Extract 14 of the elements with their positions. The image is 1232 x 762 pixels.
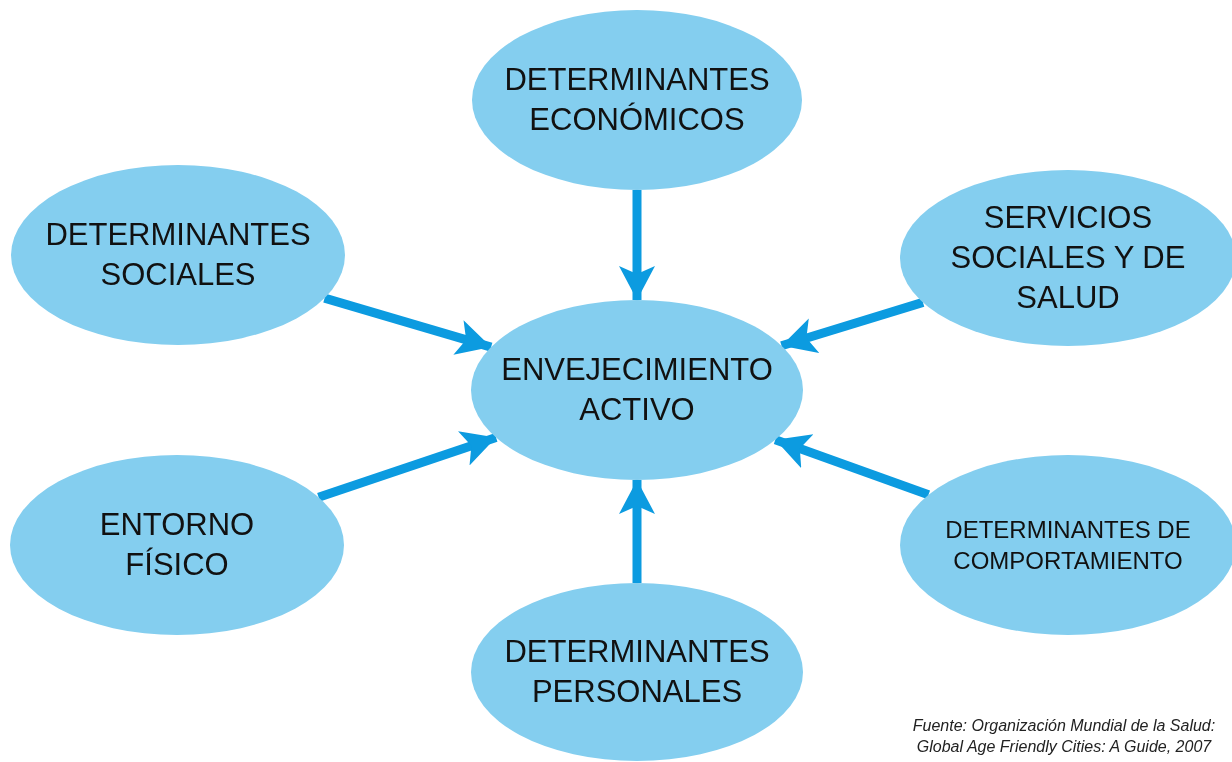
arrow [323,293,493,355]
node-label: DETERMINANTES DE COMPORTAMIENTO [944,514,1192,576]
node-label: DETERMINANTES ECONÓMICOS [503,60,771,139]
node-label: DETERMINANTES SOCIALES [44,215,312,294]
node-label: DETERMINANTES PERSONALES [503,632,771,711]
arrow [773,434,931,500]
node-label: SERVICIOS SOCIALES Y DE SALUD [949,198,1187,318]
arrow [619,480,655,583]
node-label: ENTORNO FÍSICO [98,505,256,584]
source-caption: Fuente: Organización Mundial de la Salud: Global Age Friendly Cities: A Guide, 2007 [911,715,1217,758]
arrow [619,190,655,300]
arrow [780,298,925,353]
node-label: ENVEJECIMIENTO ACTIVO [500,350,774,429]
arrow [317,431,498,502]
